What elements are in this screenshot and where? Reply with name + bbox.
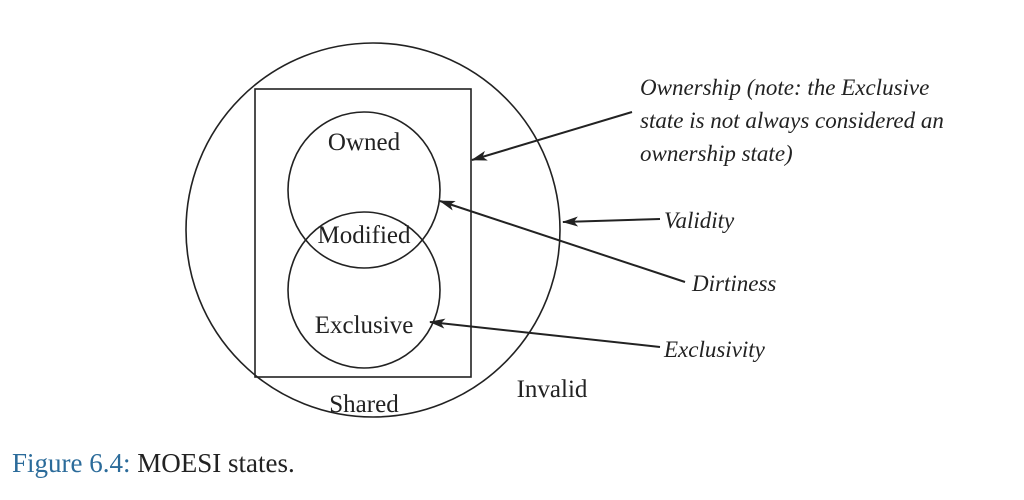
figure-caption-text: MOESI states. bbox=[130, 448, 295, 478]
dirtiness-arrow bbox=[439, 200, 686, 283]
state-shared: Shared bbox=[329, 391, 399, 418]
ownership-note-line-1: Ownership (note: the Exclusive bbox=[640, 75, 929, 100]
state-exclusive: Exclusive bbox=[315, 312, 414, 339]
state-modified: Modified bbox=[317, 222, 411, 249]
validity-circle bbox=[185, 42, 561, 418]
figure-caption: Figure 6.4: MOESI states. bbox=[12, 448, 295, 479]
validity-note: Validity bbox=[664, 208, 735, 233]
ownership-note-line-2: state is not always considered an bbox=[640, 108, 944, 133]
state-invalid: Invalid bbox=[517, 376, 588, 403]
moesi-diagram: Owned Modified Exclusive Shared Invalid … bbox=[185, 42, 944, 418]
ownership-arrow bbox=[471, 111, 633, 161]
state-owned: Owned bbox=[328, 129, 401, 156]
figure-number: Figure 6.4 bbox=[12, 448, 123, 478]
ownership-note-line-3: ownership state) bbox=[640, 141, 793, 166]
dirtiness-note: Dirtiness bbox=[691, 271, 776, 296]
figure-separator: : bbox=[123, 448, 131, 478]
exclusivity-circle bbox=[287, 211, 441, 369]
dirtiness-circle bbox=[287, 111, 441, 269]
exclusivity-arrow bbox=[429, 318, 661, 348]
exclusivity-note: Exclusivity bbox=[663, 337, 766, 362]
validity-arrow bbox=[562, 216, 661, 227]
ownership-rectangle bbox=[254, 88, 472, 378]
